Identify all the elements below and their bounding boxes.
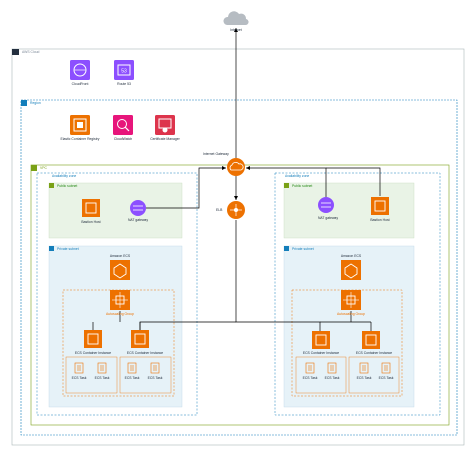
region-group — [20, 99, 458, 436]
public-subnet-left-badge — [49, 183, 54, 188]
autoscaling-group-right-icon — [341, 290, 361, 310]
container-instance-right-1-label: ECS Container Instance — [302, 351, 340, 355]
ecs-task-left-2-label: ECS Task — [94, 376, 110, 380]
internet-label: Internet — [230, 28, 242, 32]
instance-box-left-1 — [65, 356, 118, 394]
az-right-title: Availability zone — [285, 174, 310, 178]
autoscaling-group-left-icon — [110, 290, 130, 310]
cloudfront-label: CloudFront — [71, 82, 89, 86]
route53-label: Route 53 — [117, 82, 131, 86]
route53-icon: 53 — [114, 60, 134, 80]
autoscaling-group-right-label: Autoscaling Group — [337, 312, 365, 316]
public-subnet-right-title: Public subnet — [292, 184, 313, 188]
region-badge — [21, 100, 27, 106]
certificate-manager-label: Certificate Manager — [150, 137, 180, 141]
amazon-ecs-left-label: Amazon ECS — [109, 254, 131, 258]
elb-icon — [227, 201, 245, 219]
container-instance-left-1-label: ECS Container Instance — [74, 351, 112, 355]
cloudfront-icon — [70, 60, 90, 80]
nat-gateway-left-icon — [130, 200, 146, 216]
private-subnet-right-badge — [284, 246, 289, 251]
amazon-ecs-right-label: Amazon ECS — [340, 254, 362, 258]
elb-label: ELB — [216, 208, 223, 212]
ecr-label: Elastic Container Registry — [60, 137, 100, 141]
az-right-group — [274, 172, 441, 416]
ecs-task-left-3-label: ECS Task — [124, 376, 140, 380]
internet-gateway-label: Internet Gateway — [203, 152, 229, 156]
private-subnet-left-title: Private subnet — [57, 247, 79, 251]
ecs-task-left-4-label: ECS Task — [147, 376, 163, 380]
ecr-icon — [70, 115, 90, 135]
bastion-host-left-label: Bastion Host — [81, 220, 101, 224]
container-instance-right-1-icon — [312, 331, 330, 349]
public-subnet-right — [283, 182, 415, 239]
ecs-task-right-4-label: ECS Task — [378, 376, 394, 380]
aws-cloud-title: AWS Cloud — [22, 50, 40, 54]
cloudwatch-icon — [113, 115, 133, 135]
bastion-host-right-icon — [371, 197, 389, 215]
vpc-badge — [31, 165, 37, 171]
ecs-task-right-1-label: ECS Task — [302, 376, 318, 380]
public-subnet-left-title: Public subnet — [57, 184, 78, 188]
private-subnet-left-badge — [49, 246, 54, 251]
aws-cloud-badge — [12, 49, 19, 55]
vpc-title: VPC — [40, 166, 47, 170]
container-instance-right-2-label: ECS Container Instance — [355, 351, 393, 355]
amazon-ecs-right-icon — [341, 260, 361, 280]
ecs-task-left-1-label: ECS Task — [71, 376, 87, 380]
public-subnet-left — [48, 182, 183, 239]
cloudwatch-label: CloudWatch — [113, 137, 133, 141]
public-subnet-right-badge — [284, 183, 289, 188]
autoscaling-group-left-label: Autoscaling Group — [106, 312, 134, 316]
nat-gateway-right-label: NAT gateway — [317, 216, 339, 220]
internet-cloud-icon — [223, 11, 249, 26]
region-title: Region — [30, 101, 41, 105]
instance-box-right-2 — [348, 356, 400, 394]
instance-box-left-2 — [119, 356, 172, 394]
private-subnet-right-title: Private subnet — [292, 247, 314, 251]
instance-box-right-1 — [295, 356, 347, 394]
container-instance-right-2-icon — [362, 331, 380, 349]
az-left-title: Availability zone — [52, 174, 77, 178]
nat-gateway-right-icon — [318, 197, 334, 213]
container-instance-left-1-icon — [84, 330, 102, 348]
az-left-group — [36, 172, 198, 416]
container-instance-left-2-icon — [131, 330, 149, 348]
nat-gateway-left-label: NAT gateway — [127, 218, 149, 222]
ecs-task-right-3-label: ECS Task — [356, 376, 372, 380]
bastion-host-right-label: Bastion Host — [370, 218, 390, 222]
aws-cloud-group — [11, 48, 465, 446]
internet-gateway-icon — [227, 158, 245, 176]
amazon-ecs-left-icon — [110, 260, 130, 280]
container-instance-left-2-label: ECS Container Instance — [126, 351, 164, 355]
bastion-host-left-icon — [82, 199, 100, 217]
svg-text:53: 53 — [121, 69, 127, 75]
autoscaling-group-right-box — [291, 289, 403, 397]
ecs-task-icons — [74, 362, 391, 374]
ecs-task-right-2-label: ECS Task — [324, 376, 340, 380]
certificate-manager-icon — [155, 115, 175, 135]
